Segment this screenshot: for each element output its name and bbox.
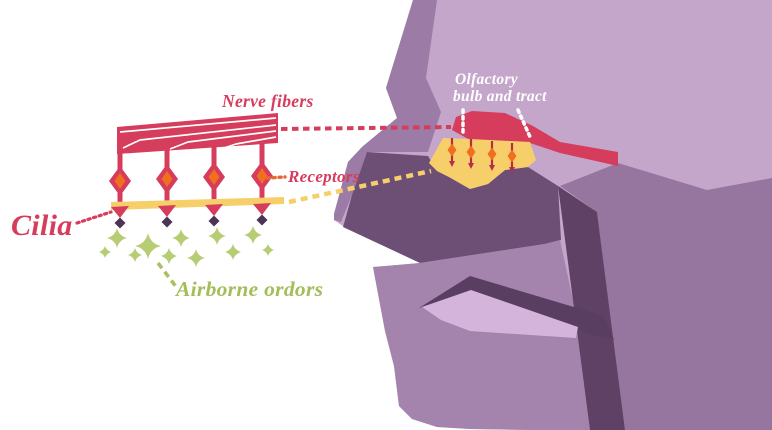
- cilia-tip-end: [208, 215, 220, 227]
- odor-sparkle: [172, 229, 190, 247]
- lower-face-region: [373, 240, 590, 430]
- epithelium-receptor-tips: [449, 161, 515, 173]
- epithelium-leader-line: [288, 168, 432, 205]
- cilia-tips: [111, 203, 271, 218]
- odor-sparkle: [99, 246, 111, 258]
- receptors-leader-line: [265, 175, 287, 180]
- axon-lines: [117, 143, 265, 206]
- cilia-tip: [111, 206, 129, 218]
- odor-sparkle: [225, 244, 241, 260]
- cilia-membrane-bar: [111, 197, 284, 210]
- odor-sparkle: [107, 228, 127, 248]
- cilia-tip: [205, 204, 223, 216]
- airborne-odors-leader-line: [156, 261, 179, 290]
- olfactory-bulb-tract-label-line2: bulb and tract: [453, 88, 547, 105]
- cilia-tip-end: [114, 217, 126, 229]
- leader-lines: [75, 108, 533, 290]
- odor-sparkle: [244, 226, 262, 244]
- face-illustration: [334, 0, 772, 430]
- lower-lip: [422, 290, 578, 338]
- cilia-tip-end: [256, 214, 268, 226]
- odor-sparkle: [135, 233, 161, 259]
- jaw-shadow-region: [560, 163, 772, 430]
- odor-sparkle: [128, 248, 142, 262]
- olfactory-bulb-tract-shape: [452, 111, 618, 166]
- receptor-cells-outer: [109, 161, 273, 196]
- nerve-fibers-label: Nerve fibers: [221, 91, 314, 111]
- odor-sparkle: [161, 248, 177, 264]
- receptors-label: Receptors: [287, 167, 360, 186]
- receptor-cells-inner: [114, 168, 268, 189]
- nerve-fiber-highlights: [119, 117, 277, 151]
- cilia-label: Cilia: [11, 209, 73, 242]
- cilia-tip: [158, 205, 176, 217]
- nerve-fibers-leader-line: [280, 125, 452, 131]
- cheek-stripe-shadow: [558, 186, 625, 430]
- receptor-schematic: [99, 113, 284, 267]
- cilia-tip-end: [161, 216, 173, 228]
- olfactory-bulb-tract-label-line1: Olfactory: [455, 71, 518, 88]
- airborne-odor-sparkles: [99, 226, 274, 267]
- odor-sparkle: [187, 249, 205, 267]
- nasal-anatomy: [429, 111, 618, 189]
- olfactory-bulb-tract-label: Olfactory bulb and tract: [453, 71, 547, 105]
- cilia-leader-line: [75, 210, 113, 225]
- forehead-profile-band: [334, 0, 441, 222]
- epithelium-receptor-diamonds: [447, 143, 517, 163]
- tract-leader-line: [516, 108, 533, 141]
- cilia-tip-ends: [114, 214, 268, 229]
- airborne-odors-label: Airborne ordors: [174, 277, 323, 301]
- odor-sparkle: [262, 244, 274, 256]
- odor-sparkle: [208, 227, 226, 245]
- text-labels: Nerve fibers Receptors Cilia Airborne or…: [11, 71, 547, 301]
- cilia-tip: [253, 203, 271, 215]
